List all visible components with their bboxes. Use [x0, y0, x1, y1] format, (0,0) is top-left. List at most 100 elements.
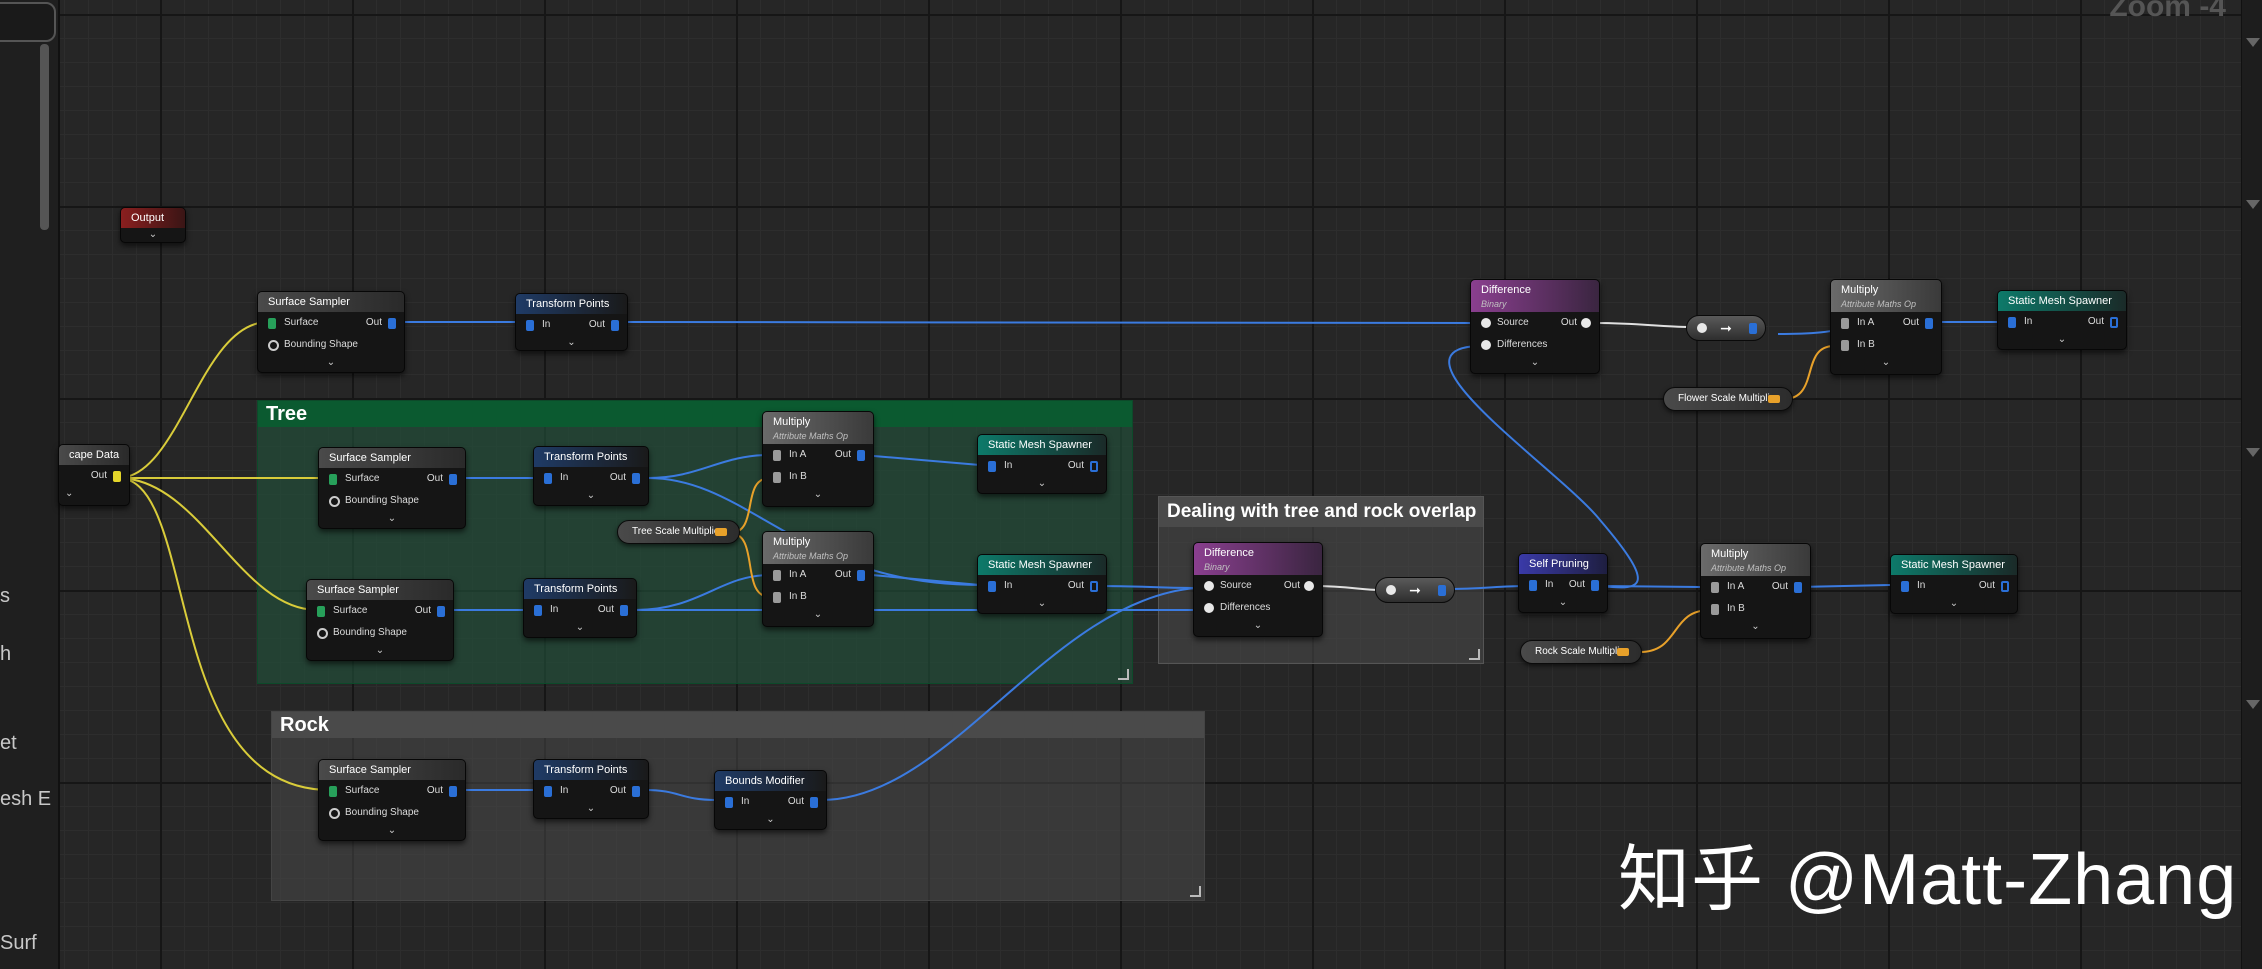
- resize-handle-icon[interactable]: [1118, 669, 1129, 680]
- output-pin[interactable]: [857, 570, 865, 581]
- chevron-down-icon[interactable]: ⌄: [1881, 357, 1891, 368]
- output-pin[interactable]: [632, 473, 640, 484]
- chevron-down-icon[interactable]: ⌄: [567, 337, 576, 348]
- panel-item[interactable]: et: [0, 732, 17, 754]
- chevron-down-icon[interactable]: ⌄: [575, 622, 585, 633]
- output-pin[interactable]: [1090, 461, 1098, 472]
- panel-item[interactable]: Surf: [0, 932, 37, 954]
- chevron-down-icon[interactable]: ⌄: [1037, 598, 1047, 609]
- output-node[interactable]: Output ⌄: [120, 207, 186, 243]
- input-pin[interactable]: [988, 581, 996, 592]
- input-pin[interactable]: [544, 473, 552, 484]
- input-pin[interactable]: [317, 628, 328, 639]
- chevron-down-icon[interactable]: ⌄: [65, 488, 74, 499]
- panel-scrollbar[interactable]: [40, 44, 49, 230]
- input-pin[interactable]: [773, 570, 781, 581]
- output-pin[interactable]: [1925, 318, 1933, 329]
- input-pin[interactable]: [1711, 582, 1719, 593]
- chevron-down-icon[interactable]: ⌄: [326, 357, 336, 368]
- input-pin[interactable]: [988, 461, 996, 472]
- output-pin[interactable]: [1768, 395, 1780, 403]
- chevron-down-icon[interactable]: ⌄: [387, 513, 397, 524]
- output-pin[interactable]: [1794, 582, 1802, 593]
- output-pin[interactable]: [449, 474, 457, 485]
- comment-title[interactable]: Rock: [272, 712, 1204, 738]
- output-pin[interactable]: [113, 471, 121, 482]
- output-pin[interactable]: [1581, 318, 1591, 328]
- chevron-down-icon[interactable]: ⌄: [1253, 620, 1263, 631]
- output-pin[interactable]: [388, 318, 396, 329]
- chevron-down-icon[interactable]: ⌄: [813, 609, 823, 620]
- landscape-data-node[interactable]: cape Data Out ⌄: [58, 444, 130, 506]
- output-pin[interactable]: [1090, 581, 1098, 592]
- chevron-down-icon[interactable]: ⌄: [1558, 597, 1568, 608]
- chevron-down-icon[interactable]: ⌄: [375, 645, 385, 656]
- chevron-down-icon[interactable]: [2246, 700, 2260, 709]
- chevron-down-icon[interactable]: ⌄: [387, 825, 397, 836]
- chevron-down-icon[interactable]: ⌄: [813, 489, 823, 500]
- output-pin[interactable]: [449, 786, 457, 797]
- input-pin[interactable]: [1204, 603, 1214, 613]
- input-pin[interactable]: [268, 318, 276, 329]
- panel-item[interactable]: h: [0, 643, 12, 665]
- comment-title[interactable]: Dealing with tree and rock overlap: [1159, 497, 1483, 527]
- input-pin[interactable]: [1481, 318, 1491, 328]
- input-pin[interactable]: [1204, 581, 1214, 591]
- output-pin[interactable]: [857, 450, 865, 461]
- panel-search-field[interactable]: [0, 2, 56, 42]
- output-pin[interactable]: [1617, 648, 1629, 656]
- chevron-down-icon[interactable]: ⌄: [1530, 357, 1540, 368]
- chevron-down-icon[interactable]: ⌄: [148, 229, 158, 240]
- input-pin[interactable]: [773, 472, 781, 483]
- reroute-node[interactable]: ➞: [1375, 577, 1455, 603]
- input-pin[interactable]: [1529, 580, 1537, 591]
- output-pin[interactable]: [1438, 585, 1446, 596]
- input-pin[interactable]: [1481, 340, 1491, 350]
- output-pin[interactable]: [1591, 580, 1599, 591]
- chevron-down-icon[interactable]: ⌄: [586, 490, 596, 501]
- input-pin[interactable]: [1711, 604, 1719, 615]
- output-pin[interactable]: [632, 786, 640, 797]
- input-pin[interactable]: [544, 786, 552, 797]
- input-pin[interactable]: [317, 606, 325, 617]
- input-pin[interactable]: [534, 605, 542, 616]
- input-pin[interactable]: [1841, 340, 1849, 351]
- flower-scale-multiplier[interactable]: Flower Scale Multiplier: [1663, 387, 1793, 411]
- output-pin[interactable]: [715, 528, 727, 536]
- input-pin[interactable]: [2008, 317, 2016, 328]
- chevron-down-icon[interactable]: ⌄: [1751, 621, 1760, 632]
- input-pin[interactable]: [329, 786, 337, 797]
- input-pin[interactable]: [526, 320, 534, 331]
- output-pin[interactable]: [620, 605, 628, 616]
- comment-title[interactable]: Tree: [258, 401, 1132, 427]
- input-pin[interactable]: [773, 450, 781, 461]
- input-pin[interactable]: [268, 340, 279, 351]
- right-scroll-strip[interactable]: [2241, 0, 2262, 969]
- chevron-down-icon[interactable]: ⌄: [586, 803, 596, 814]
- reroute-node[interactable]: ➞: [1686, 315, 1766, 341]
- resize-handle-icon[interactable]: [1190, 886, 1201, 897]
- input-pin[interactable]: [773, 592, 781, 603]
- input-pin[interactable]: [329, 496, 340, 507]
- chevron-down-icon[interactable]: ⌄: [1037, 478, 1047, 489]
- output-pin[interactable]: [437, 606, 445, 617]
- chevron-down-icon[interactable]: [2246, 448, 2260, 457]
- tree-scale-multiplier[interactable]: Tree Scale Multiplier: [617, 520, 740, 544]
